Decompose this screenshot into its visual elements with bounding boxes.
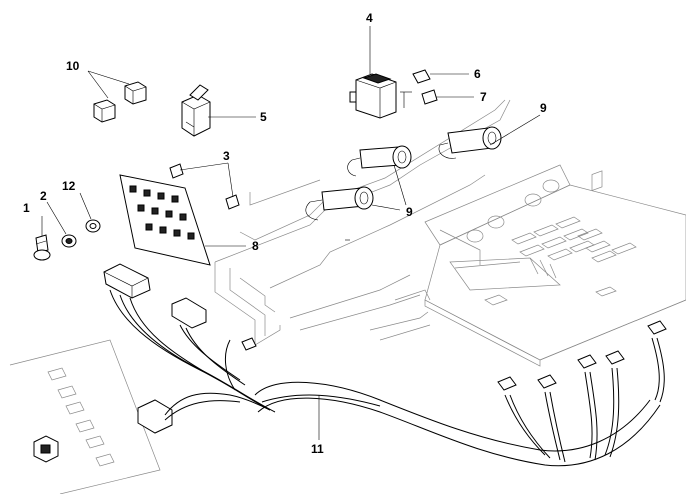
console-switch-grid <box>511 216 637 263</box>
loose-connector <box>33 435 59 463</box>
callout-9-upper: 9 <box>540 101 547 115</box>
callout-5: 5 <box>260 110 267 124</box>
part-4-rocker-switch <box>349 73 397 119</box>
part-1-bolt <box>33 234 51 261</box>
part-9-lamp-lower <box>305 186 374 221</box>
callout-labels: 1 2 3 4 5 6 7 8 9 9 10 11 12 <box>23 11 547 456</box>
callout-7: 7 <box>480 90 487 104</box>
callout-4: 4 <box>366 11 373 25</box>
part-7-insert <box>421 89 438 105</box>
callout-1: 1 <box>23 201 30 215</box>
callout-10: 10 <box>66 59 80 73</box>
part-6-insert <box>412 69 431 84</box>
callout-2: 2 <box>40 189 47 203</box>
part-9-lamp-middle <box>347 145 412 177</box>
part-8-fuse-board <box>119 174 211 266</box>
part-12-nut <box>85 219 101 233</box>
part-3-clips <box>169 163 240 210</box>
callout-6: 6 <box>474 67 481 81</box>
callout-8: 8 <box>252 239 259 253</box>
part-2-washer <box>61 234 77 248</box>
callout-9-lower: 9 <box>406 205 413 219</box>
callout-11: 11 <box>311 442 324 456</box>
part-11-wiring-harness <box>103 263 667 467</box>
callout-3: 3 <box>223 149 230 163</box>
part-5-switch <box>181 84 211 137</box>
part-10-relays <box>93 81 147 123</box>
part-9-lamp-upper <box>438 126 502 159</box>
mounting-bracket <box>214 99 511 346</box>
leader-lines <box>41 26 541 440</box>
dashboard-console <box>424 164 686 367</box>
side-panel <box>9 339 161 495</box>
callout-12: 12 <box>62 179 76 193</box>
